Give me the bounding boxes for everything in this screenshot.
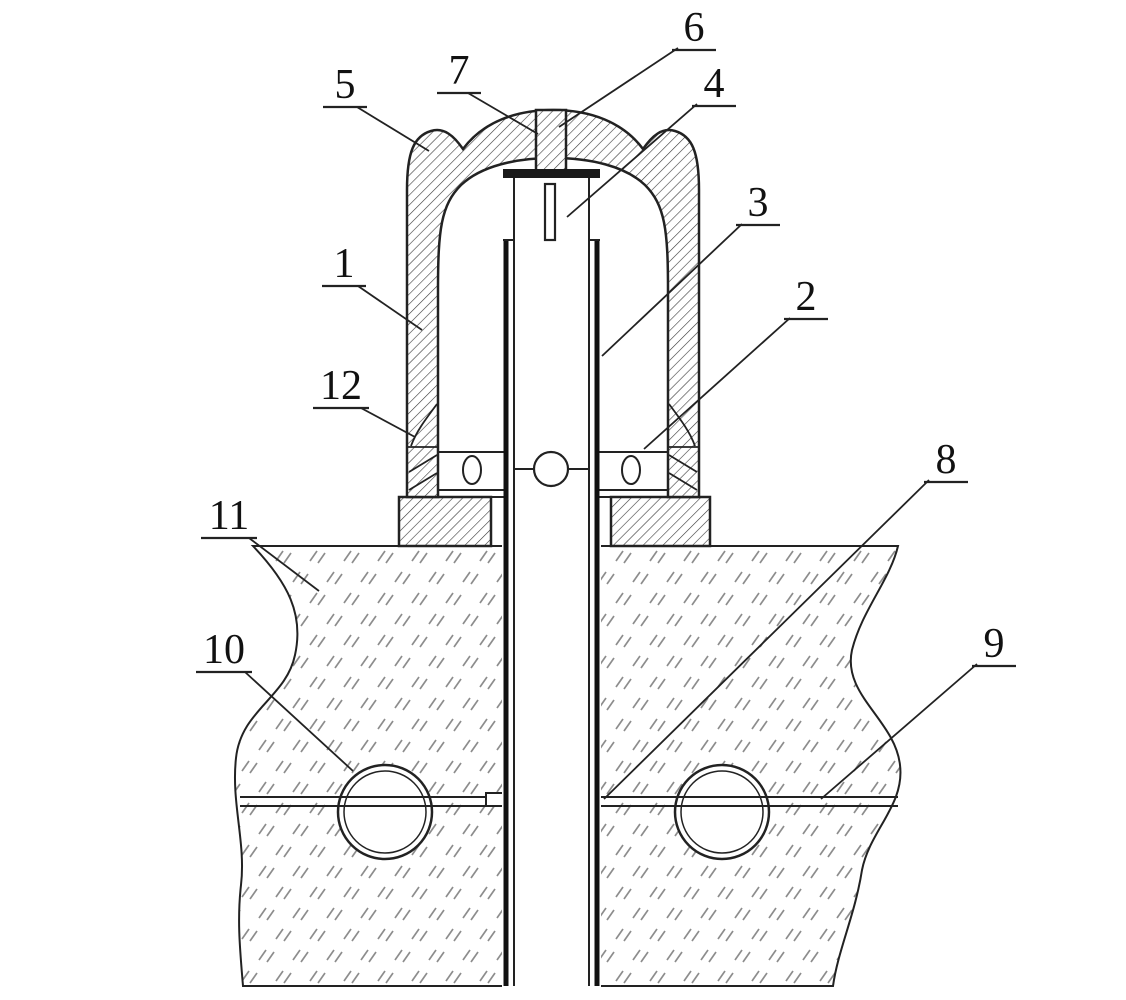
base-floor-lines xyxy=(438,451,668,498)
label-text-11: 11 xyxy=(209,493,249,539)
check-ball xyxy=(532,450,570,488)
leader-line-11 xyxy=(248,537,320,592)
label-8: 8 xyxy=(603,437,968,800)
inner-pin xyxy=(543,182,557,242)
label-text-12: 12 xyxy=(320,363,362,409)
buried-pipe-left xyxy=(336,763,434,861)
label-text-6: 6 xyxy=(684,5,705,51)
port-left xyxy=(462,455,482,485)
label-4: 4 xyxy=(566,61,736,218)
wall-detail-lines xyxy=(407,446,699,491)
label-6: 6 xyxy=(558,5,716,128)
label-2: 2 xyxy=(643,274,828,450)
leader-line-8 xyxy=(603,479,930,800)
leader-line-2 xyxy=(643,317,791,450)
label-7: 7 xyxy=(437,48,539,135)
label-1: 1 xyxy=(322,241,423,331)
label-text-1: 1 xyxy=(334,241,355,287)
leader-line-9 xyxy=(820,663,978,800)
base-plate xyxy=(397,451,712,548)
seal-notch-lines xyxy=(410,403,696,447)
label-3: 3 xyxy=(601,180,780,357)
tube-inner-walls xyxy=(513,178,590,986)
label-12: 12 xyxy=(313,363,416,438)
label-text-10: 10 xyxy=(203,627,245,673)
leader-line-4 xyxy=(566,103,698,218)
label-text-7: 7 xyxy=(449,48,470,94)
label-9: 9 xyxy=(820,621,1016,800)
label-text-3: 3 xyxy=(748,180,769,226)
dome-housing xyxy=(405,108,701,499)
leader-line-5 xyxy=(356,106,430,152)
top-plug xyxy=(534,108,568,174)
label-text-5: 5 xyxy=(335,62,356,108)
label-5: 5 xyxy=(323,62,430,152)
leader-line-12 xyxy=(360,407,416,438)
leader-line-3 xyxy=(601,223,743,357)
center-tube xyxy=(503,178,600,986)
base-block-right xyxy=(609,495,712,548)
label-10: 10 xyxy=(196,627,354,772)
tube-outer-walls xyxy=(503,240,600,986)
label-text-2: 2 xyxy=(796,274,817,320)
label-text-8: 8 xyxy=(936,437,957,483)
buried-pipe-right xyxy=(673,763,771,861)
leader-line-10 xyxy=(244,671,354,772)
leader-line-6 xyxy=(558,47,679,128)
leader-line-1 xyxy=(357,285,423,331)
base-block-left xyxy=(397,495,493,548)
tube-cap-bar xyxy=(503,169,600,178)
port-right xyxy=(621,455,641,485)
dome-wall xyxy=(405,108,701,499)
leader-line-7 xyxy=(467,92,539,135)
tube-interior xyxy=(502,178,601,988)
label-11: 11 xyxy=(201,493,320,592)
label-text-9: 9 xyxy=(984,621,1005,667)
label-text-4: 4 xyxy=(704,61,725,107)
